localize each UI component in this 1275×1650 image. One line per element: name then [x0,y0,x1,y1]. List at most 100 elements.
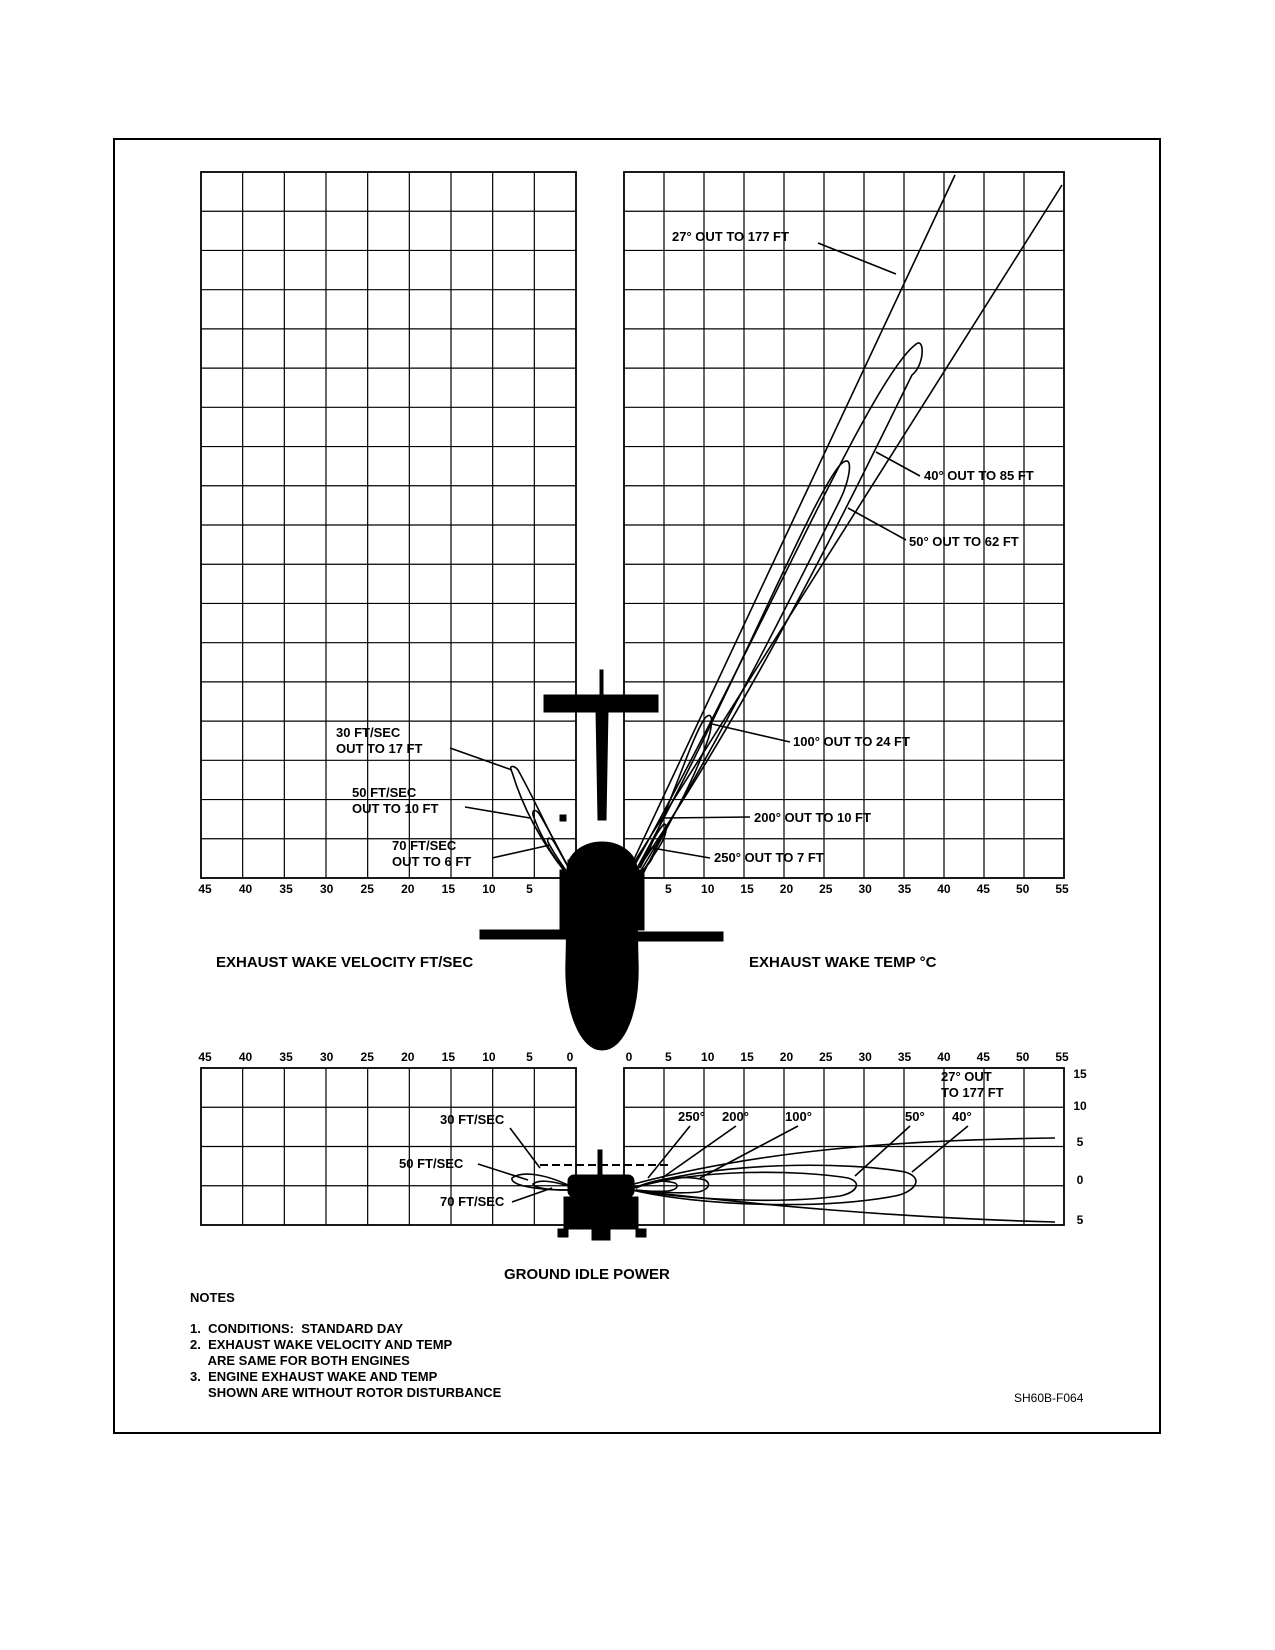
x-tick-label: 45 [977,882,991,896]
y-tick-label: 15 [1073,1067,1087,1081]
side-callout-v70: 70 FT/SEC [440,1194,505,1209]
velocity-title: EXHAUST WAKE VELOCITY FT/SEC [216,954,473,971]
x-tick-label: 35 [898,882,912,896]
x-tick-label: 45 [198,1050,212,1064]
x-tick-label: 30 [859,882,873,896]
x-tick-label: 10 [482,1050,496,1064]
callout-t50: 50° OUT TO 62 FT [909,534,1019,549]
ground-idle-title: GROUND IDLE POWER [504,1266,670,1283]
x-tick-label: 25 [361,882,375,896]
x-tick-label: 40 [937,882,951,896]
note-2: 2. EXHAUST WAKE VELOCITY AND TEMP [190,1337,453,1352]
x-tick-label: 20 [401,882,415,896]
rotor-blade-right [627,931,724,942]
side-y-ticks: 15 10 5 0 5 [1073,1067,1087,1227]
y-tick-label: 0 [1077,1173,1084,1187]
x-tick-label: 50 [1016,1050,1030,1064]
side-plume-50 [633,1171,858,1202]
y-tick-label: 5 [1077,1213,1084,1227]
callout-t100: 100° OUT TO 24 FT [793,734,910,749]
velocity-callouts: 30 FT/SEC OUT TO 17 FT 50 FT/SEC OUT TO … [336,725,551,869]
side-plume-100 [635,1176,710,1194]
leader-v30 [449,747,513,771]
x-tick-label: 20 [780,1050,794,1064]
temperature-plumes [627,174,1063,873]
plume-27 [627,174,956,873]
note-3: 3. ENGINE EXHAUST WAKE AND TEMP [190,1369,438,1384]
side-view-plumes [511,1137,1056,1223]
x-tick-label: 35 [279,882,293,896]
helicopter-side-view [540,1149,668,1241]
fuselage [565,859,639,1051]
x-tick-label: 55 [1055,882,1069,896]
y-tick-label: 10 [1073,1099,1087,1113]
x-tick-label: 40 [937,1050,951,1064]
leader-t50 [847,507,907,541]
x-tick-label: 20 [401,1050,415,1064]
x-tick-label: 5 [665,882,672,896]
side-view-callouts: 30 FT/SEC 50 FT/SEC 70 FT/SEC 27° OUT TO… [399,1069,1004,1209]
x-tick-label: 15 [740,882,754,896]
temperature-grid [623,171,1065,879]
leader-t200 [663,816,751,819]
side-plume-40 [631,1164,917,1206]
x-tick-label: 5 [665,1050,672,1064]
x-tick-label: 10 [482,882,496,896]
rotor-blade-left [479,929,576,940]
plume-v50 [532,809,571,873]
callout-t40: 40° OUT TO 85 FT [924,468,1034,483]
x-tick-label: 5 [526,882,533,896]
x-tick-label: 15 [740,1050,754,1064]
plume-100 [639,714,713,873]
temperature-callouts: 27° OUT TO 177 FT 40° OUT TO 85 FT 50° O… [651,229,1034,865]
x-tick-label: 0 [626,1050,633,1064]
x-tick-label: 15 [442,1050,456,1064]
x-tick-label: 30 [320,1050,334,1064]
x-tick-label: 45 [977,1050,991,1064]
x-tick-label: 15 [442,882,456,896]
side-plume-v50 [532,1180,569,1191]
x-tick-label: 25 [361,1050,375,1064]
note-2b: ARE SAME FOR BOTH ENGINES [190,1353,410,1368]
x-tick-label: 45 [198,882,212,896]
x-tick-label: 25 [819,1050,833,1064]
x-tick-label: 35 [898,1050,912,1064]
x-tick-label: 50 [1016,882,1030,896]
plume-50 [635,460,851,873]
callout-v70-line1: 70 FT/SEC [392,838,457,853]
x-tick-label: 10 [701,882,715,896]
x-tick-label: 25 [819,882,833,896]
x-tick-label: 30 [859,1050,873,1064]
callout-v50-line1: 50 FT/SEC [352,785,417,800]
velocity-plumes [509,765,571,873]
notes-block: NOTES 1. CONDITIONS: STANDARD DAY 2. EXH… [190,1290,502,1400]
callout-v70-line2: OUT TO 6 FT [392,854,471,869]
x-tick-label: 40 [239,1050,253,1064]
x-tick-label: 5 [526,1050,533,1064]
callout-t250: 250° OUT TO 7 FT [714,850,824,865]
x-tick-label: 10 [701,1050,715,1064]
note-3b: SHOWN ARE WITHOUT ROTOR DISTURBANCE [190,1385,502,1400]
side-callout-t40: 40° [952,1109,972,1124]
side-callout-v30: 30 FT/SEC [440,1112,505,1127]
side-callout-t250: 250° [678,1109,705,1124]
plume-27 [627,184,1063,873]
leader-v70 [491,844,551,859]
velocity-grid [200,171,577,879]
figure-id: SH60B-F064 [1014,1391,1084,1405]
x-tick-label: 0 [567,1050,574,1064]
side-callout-t100: 100° [785,1109,812,1124]
x-tick-label: 55 [1055,1050,1069,1064]
y-tick-label: 5 [1077,1135,1084,1149]
leader-t40 [875,451,921,477]
plume-250 [639,845,656,871]
side-callout-v50: 50 FT/SEC [399,1156,464,1171]
callout-t27: 27° OUT TO 177 FT [672,229,789,244]
side-temperature-x-ticks: 0 5 10 15 20 25 30 35 40 45 50 55 [626,1050,1069,1064]
callout-t200: 200° OUT TO 10 FT [754,810,871,825]
leader-t27 [817,242,897,275]
side-callout-t27-line1: 27° OUT [941,1069,992,1084]
